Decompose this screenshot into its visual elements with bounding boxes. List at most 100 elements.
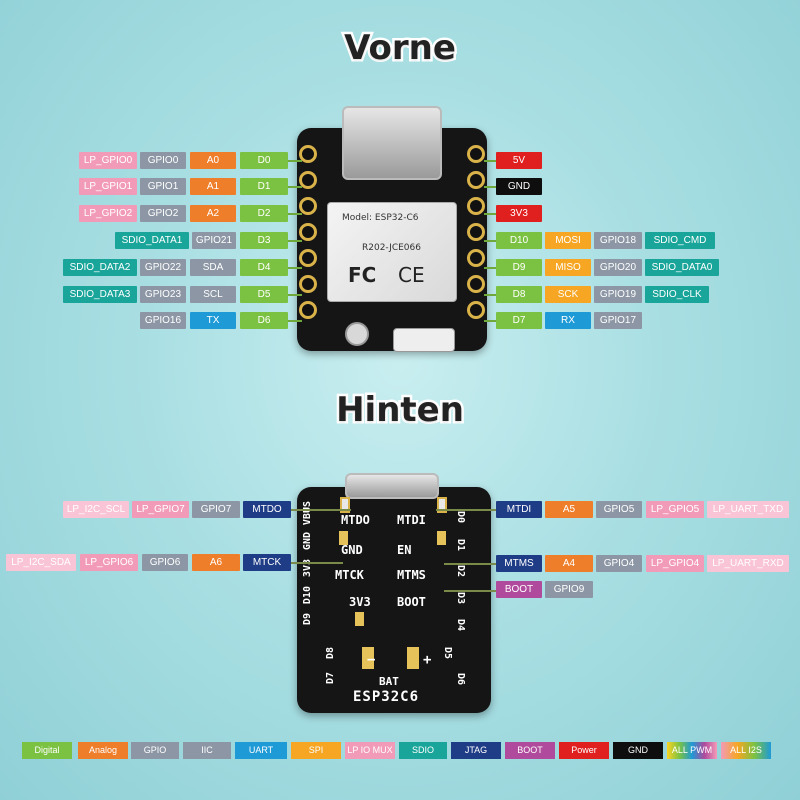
silk-bat: BAT (379, 675, 399, 688)
pin-label: GPIO19 (594, 286, 642, 303)
pin-label: SDIO_CMD (645, 232, 715, 249)
pin-label: MTCK (243, 554, 291, 571)
pin-label: LP_GPIO6 (80, 554, 138, 571)
bat-neg-pad (362, 647, 374, 669)
antenna-connector (345, 322, 369, 346)
pin-label: LP_GPIO7 (132, 501, 189, 518)
usb-c-connector (342, 106, 442, 180)
pin-label: GND (496, 178, 542, 195)
pin-label: LP_UART_RXD (707, 555, 789, 572)
pad-l5 (299, 275, 317, 293)
pin-label: BOOT (496, 581, 542, 598)
silk-d5: D5 (442, 647, 453, 660)
pin-label: GPIO9 (545, 581, 593, 598)
pad-l0 (299, 145, 317, 163)
pin-connector (444, 590, 496, 592)
silk-d8: D8 (325, 647, 336, 660)
pin-label: D4 (240, 259, 288, 276)
title-back: Hinten (334, 388, 467, 433)
pin-connector (288, 213, 302, 215)
silk-d7: D7 (325, 672, 336, 685)
pin-label: MTMS (496, 555, 542, 572)
pad-r2 (467, 197, 485, 215)
led-left (340, 497, 350, 513)
pin-connector (484, 186, 496, 188)
pad-r0 (467, 145, 485, 163)
pad-r4 (467, 249, 485, 267)
pin-label: D9 (496, 259, 542, 276)
silk-mtms: MTMS (397, 568, 426, 582)
silk-d9: D9 (302, 613, 313, 626)
pin-label: GPIO23 (140, 286, 186, 303)
legend-jtag: JTAG (451, 742, 501, 759)
pin-label: 3V3 (496, 205, 542, 222)
pin-label: A6 (192, 554, 240, 571)
silk-mtck: MTCK (335, 568, 364, 582)
silk-d2: D2 (455, 565, 466, 578)
pin-label: A5 (545, 501, 593, 518)
gold-pad-3 (355, 612, 364, 626)
silk-plus: + (423, 652, 432, 668)
pin-label: GPIO5 (596, 501, 642, 518)
boot-button (393, 328, 455, 352)
front-board: Model: ESP32-C6 R202-JCE066 FC CE (297, 106, 487, 352)
pin-label: LP_GPIO5 (646, 501, 704, 518)
pin-label: GPIO7 (192, 501, 240, 518)
legend-lp-io-mux: LP IO MUX (345, 742, 395, 759)
pad-l1 (299, 171, 317, 189)
silk-d4: D4 (455, 619, 466, 632)
silk-vbus: VBUS (302, 501, 313, 526)
pin-connector (291, 562, 343, 564)
pin-label: SDIO_DATA2 (63, 259, 137, 276)
silk-d10: D10 (302, 586, 313, 605)
pin-connector (484, 267, 496, 269)
pin-label: SCK (545, 286, 591, 303)
pin-label: SDIO_CLK (645, 286, 709, 303)
pin-connector (288, 240, 302, 242)
pin-label: GPIO6 (142, 554, 188, 571)
pin-label: GPIO0 (140, 152, 186, 169)
esp32-module-shield: Model: ESP32-C6 R202-JCE066 FC CE (327, 202, 457, 302)
pad-r3 (467, 223, 485, 241)
pin-label: SCL (190, 286, 236, 303)
silk-d6: D6 (455, 673, 466, 686)
pin-label: D0 (240, 152, 288, 169)
usb-c-back (345, 473, 439, 499)
pin-connector (484, 294, 496, 296)
pin-label: GPIO4 (596, 555, 642, 572)
pin-label: LP_GPIO4 (646, 555, 704, 572)
silk-gnd: GND (341, 543, 363, 557)
pin-label: GPIO16 (140, 312, 186, 329)
pin-label: D7 (496, 312, 542, 329)
legend-sdio: SDIO (399, 742, 447, 759)
pin-label: LP_GPIO0 (79, 152, 137, 169)
pin-label: D8 (496, 286, 542, 303)
pin-label: A0 (190, 152, 236, 169)
pin-connector (436, 509, 496, 511)
pin-label: LP_I2C_SCL (63, 501, 129, 518)
legend-uart: UART (235, 742, 287, 759)
legend-analog: Analog (78, 742, 128, 759)
pin-connector (484, 240, 496, 242)
pin-connector (288, 186, 302, 188)
gold-pad-2 (437, 531, 446, 545)
pad-r1 (467, 171, 485, 189)
pin-label: A2 (190, 205, 236, 222)
pin-label: MTDO (243, 501, 291, 518)
silk-boot: BOOT (397, 595, 426, 609)
pin-label: MTDI (496, 501, 542, 518)
pin-label: GPIO20 (594, 259, 642, 276)
silk-en: EN (397, 543, 412, 557)
silk-d3: D3 (455, 592, 466, 605)
pin-connector (484, 160, 496, 162)
pin-label: A1 (190, 178, 236, 195)
pin-connector (291, 509, 351, 511)
pin-label: D2 (240, 205, 288, 222)
legend-boot: BOOT (505, 742, 555, 759)
legend-gnd: GND (613, 742, 663, 759)
pin-connector (444, 563, 496, 565)
pin-label: GPIO22 (140, 259, 186, 276)
module-model-text: Model: ESP32-C6 (342, 213, 419, 223)
module-cert-text: R202-JCE066 (362, 243, 421, 253)
pin-label: MISO (545, 259, 591, 276)
